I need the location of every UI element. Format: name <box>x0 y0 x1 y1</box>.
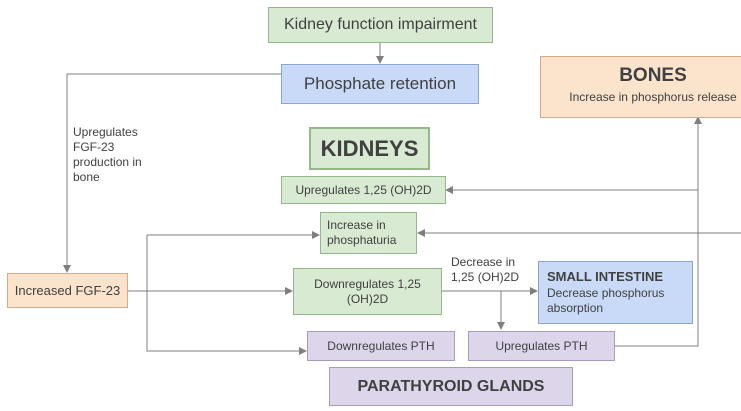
downregulates-oh2d-box: Downregulates 1,25 (OH)2D <box>293 268 442 315</box>
parathyroid-glands-title: PARATHYROID GLANDS <box>357 377 545 395</box>
arrow-pth-to-bones <box>615 116 702 347</box>
increased-fgf23-box: Increased FGF-23 <box>7 273 128 308</box>
phosphaturia-label: Increase in phosphaturia <box>327 218 397 247</box>
arrow-retention-to-fgf23 <box>63 73 281 273</box>
increased-fgf23-label: Increased FGF-23 <box>14 283 121 298</box>
kidney-impairment-label: Kidney function impairment <box>284 16 477 33</box>
bones-box: BONES Increase in phosphorus release <box>540 56 741 118</box>
parathyroid-glands-box: PARATHYROID GLANDS <box>329 367 573 406</box>
bones-subtitle: Increase in phosphorus release <box>569 90 737 104</box>
upregulates-oh2d-label: Upregulates 1,25 (OH)2D <box>295 183 432 197</box>
upregulates-oh2d-box: Upregulates 1,25 (OH)2D <box>281 176 446 204</box>
downregulates-pth-label: Downregulates PTH <box>327 339 435 353</box>
small-intestine-subtitle: Decrease phosphorus absorption <box>547 286 665 315</box>
kidney-impairment-box: Kidney function impairment <box>268 7 493 43</box>
decrease-oh2d-label: Decrease in 1,25 (OH)2D <box>451 255 520 284</box>
bones-title: BONES <box>619 65 687 86</box>
small-intestine-title: SMALL INTESTINE <box>547 269 664 284</box>
downregulates-pth-box: Downregulates PTH <box>307 331 455 361</box>
small-intestine-box: SMALL INTESTINE Decrease phosphorus abso… <box>538 261 693 324</box>
phosphate-retention-label: Phosphate retention <box>303 74 457 93</box>
kidneys-title: KIDNEYS <box>320 135 419 161</box>
fgf23-production-label: Upregulates FGF-23 production in bone <box>73 125 142 184</box>
upregulates-pth-label: Upregulates PTH <box>495 339 588 353</box>
phosphate-retention-box: Phosphate retention <box>281 64 479 104</box>
upregulates-pth-box: Upregulates PTH <box>468 331 615 361</box>
phosphaturia-box: Increase in phosphaturia <box>320 212 417 254</box>
arrow-fgf23-to-downregulates-pth <box>146 291 307 355</box>
downregulates-oh2d-label: Downregulates 1,25 (OH)2D <box>314 276 421 306</box>
kidneys-title-box: KIDNEYS <box>309 127 430 170</box>
